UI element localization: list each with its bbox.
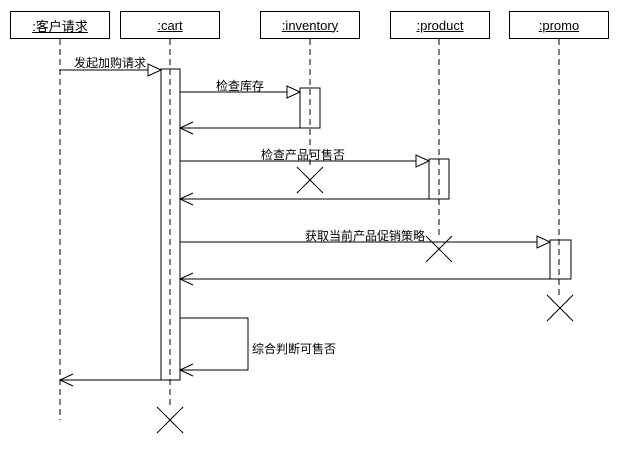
message-label-2: 检查库存	[215, 79, 265, 93]
lifeline-head-product: :product	[390, 11, 490, 39]
destroy-x-icon-inventory	[296, 166, 324, 194]
lifeline-head-promo: :promo	[509, 11, 609, 39]
return-arrowhead-icon	[178, 121, 194, 135]
message-label-self: 综合判断可售否	[252, 342, 337, 356]
lifeline-head-cart: :cart	[120, 11, 220, 39]
async-arrowhead-icon	[147, 63, 163, 77]
return-arrowhead-icon	[178, 192, 194, 206]
self-message-loop	[180, 317, 249, 371]
async-arrowhead-icon	[536, 235, 552, 249]
async-arrowhead-icon	[286, 85, 302, 99]
lifeline-head-customer: :客户请求	[10, 11, 110, 39]
return-arrowhead-icon	[178, 363, 194, 377]
lifeline-label: :cart	[157, 17, 183, 33]
destroy-x-icon-product	[425, 235, 453, 263]
return-arrowhead-icon	[178, 272, 194, 286]
activation-bar-promo	[549, 239, 572, 280]
destroy-x-icon-cart	[156, 406, 184, 434]
destroy-x-icon-promo	[546, 294, 574, 322]
message-label-1: 发起加购请求	[73, 56, 147, 70]
lifeline-head-inventory: :inventory	[260, 11, 360, 39]
lifeline-label: :promo	[538, 17, 580, 33]
lifeline-label: :product	[416, 17, 464, 33]
return-arrowhead-icon	[58, 373, 74, 387]
async-arrowhead-icon	[415, 154, 431, 168]
message-label-4: 获取当前产品促销策略	[304, 229, 426, 243]
lifeline-label: :inventory	[281, 17, 339, 33]
message-label-3: 检查产品可售否	[260, 148, 346, 162]
lifeline-label: :客户请求	[32, 18, 88, 34]
